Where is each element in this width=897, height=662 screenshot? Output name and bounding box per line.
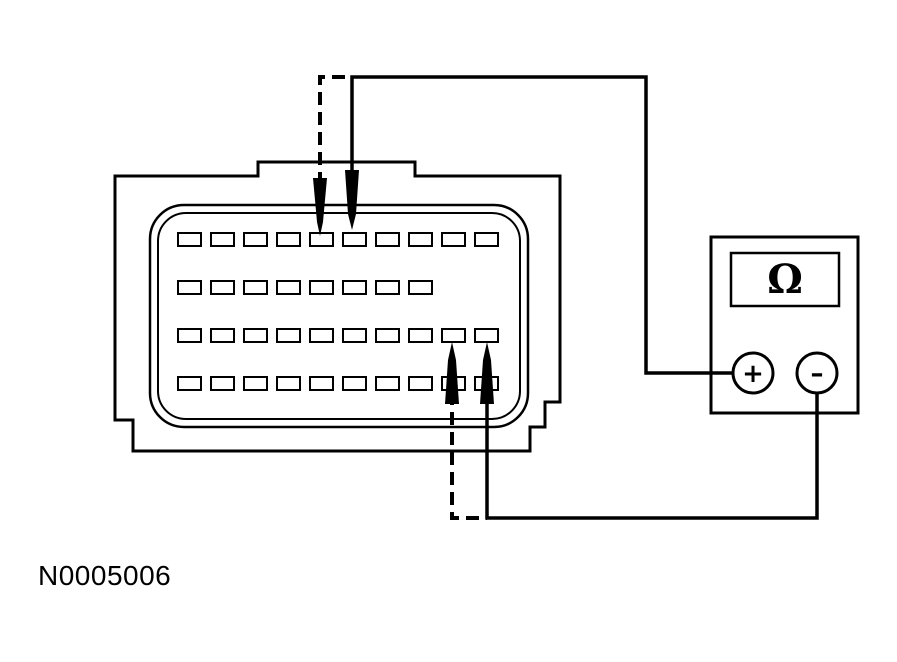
ohm-symbol: Ω (767, 256, 803, 303)
pin-cavity (375, 328, 400, 343)
negative-lead-dashed (450, 372, 487, 520)
pin-cavity (408, 376, 433, 391)
pin-cavity (243, 280, 268, 295)
positive-lead-dashed (318, 75, 352, 205)
pin-cavity (276, 328, 301, 343)
pin-cavity (408, 280, 433, 295)
pin-cavity (375, 280, 400, 295)
pin-cavity (177, 376, 202, 391)
pin-cavity (177, 328, 202, 343)
pin-cavity (243, 376, 268, 391)
pin-cavity (210, 328, 235, 343)
pin-cavity (441, 232, 466, 247)
pin-cavity (210, 232, 235, 247)
pin-cavity (474, 232, 499, 247)
pin-cavity (309, 376, 334, 391)
pin-cavity (375, 376, 400, 391)
pin-cavity (342, 232, 367, 247)
figure-id-caption: N0005006 (38, 560, 172, 591)
connector-seal-inner (157, 212, 521, 420)
pin-cavity (342, 328, 367, 343)
pin-cavity (276, 232, 301, 247)
pin-cavity (375, 232, 400, 247)
pin-cavity (342, 376, 367, 391)
pin-cavity (474, 328, 499, 343)
probe-tip-top-left (313, 178, 327, 236)
probe-tip-bottom-left (445, 342, 459, 404)
pin-cavity (408, 232, 433, 247)
pin-cavity (309, 328, 334, 343)
pin-cavity (210, 280, 235, 295)
negative-lead-wire (485, 370, 819, 520)
connector-seal-outer (148, 203, 530, 429)
pin-cavity (309, 280, 334, 295)
probe-tip-bottom-right (480, 342, 494, 404)
pin-cavity (210, 376, 235, 391)
pin-cavity (177, 232, 202, 247)
connector-pin-grid (177, 232, 499, 391)
pin-cavity (276, 376, 301, 391)
pin-cavity (408, 328, 433, 343)
multimeter-display (729, 251, 841, 308)
positive-terminal-label: + (742, 359, 764, 389)
negative-terminal-label: – (811, 359, 824, 389)
probe-tip-top-right (345, 170, 359, 230)
pin-cavity (309, 232, 334, 247)
pin-cavity (441, 328, 466, 343)
pin-cavity (276, 280, 301, 295)
pin-cavity (177, 280, 202, 295)
pin-cavity (243, 328, 268, 343)
connector-housing (113, 160, 562, 453)
pin-cavity (342, 280, 367, 295)
pin-cavity (243, 232, 268, 247)
positive-lead-wire (350, 75, 733, 375)
